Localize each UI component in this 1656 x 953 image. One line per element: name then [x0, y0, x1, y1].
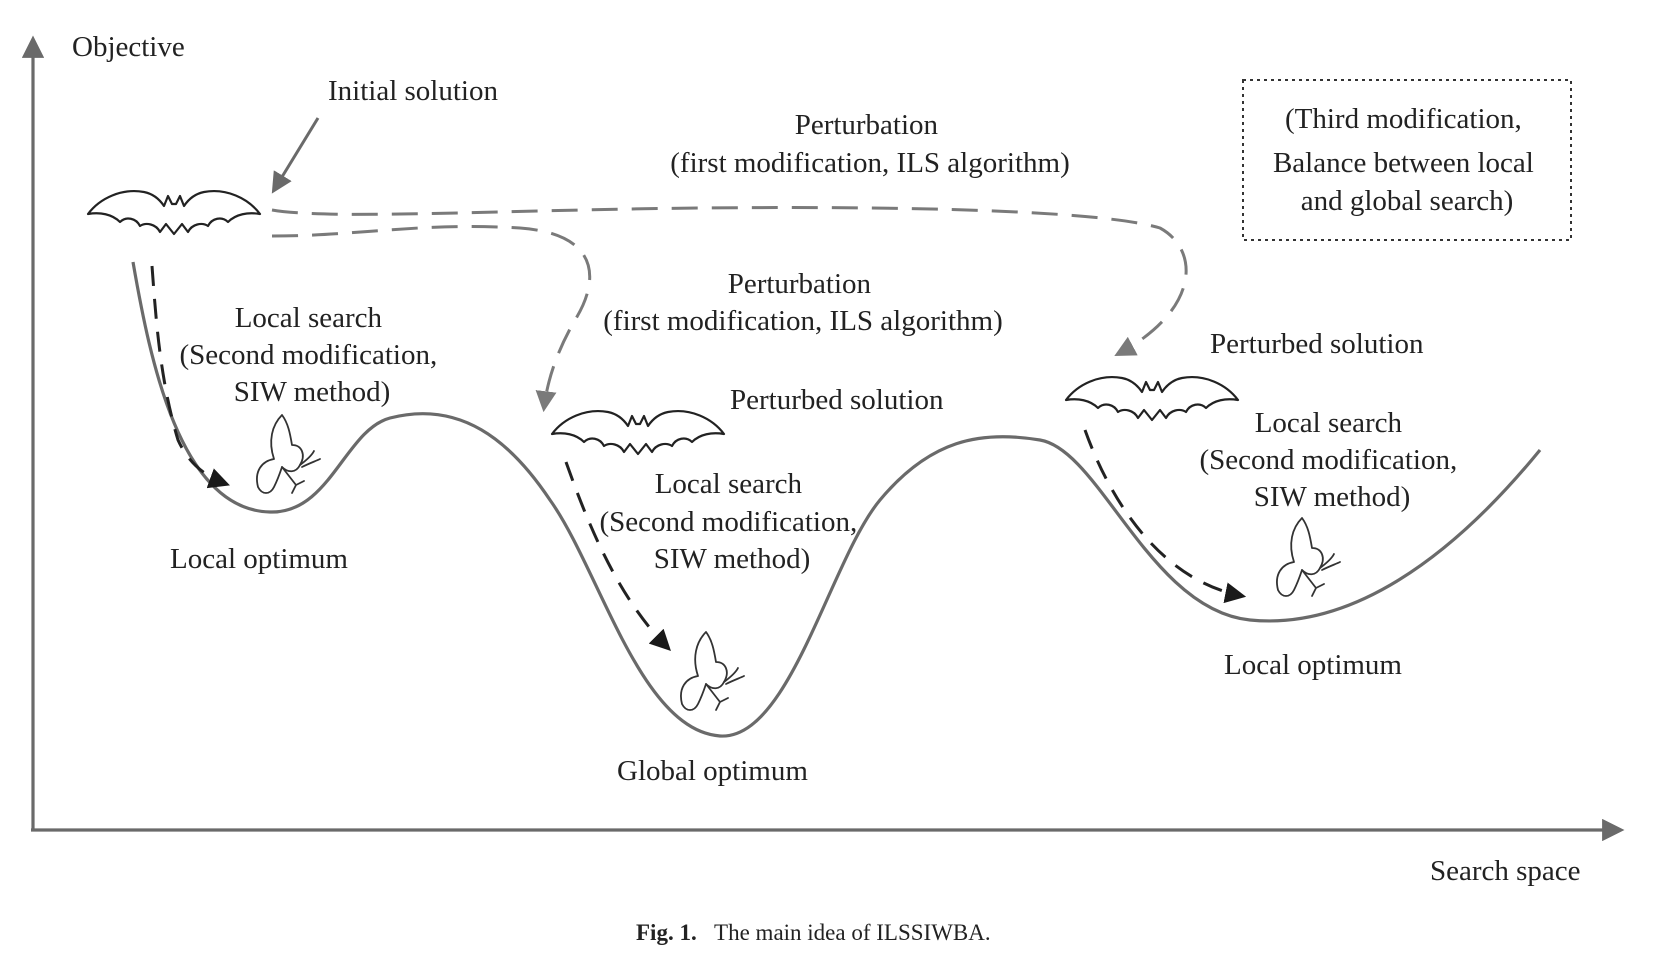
y-axis-label: Objective	[72, 31, 185, 63]
perturbed-solution-right-label: Perturbed solution	[1210, 328, 1424, 360]
initial-solution-arrow	[271, 117, 320, 194]
bat-icon-perturbed-right	[1064, 376, 1240, 422]
bat-icon-perturbed-mid	[550, 410, 726, 456]
butterfly-icon-left	[256, 414, 321, 494]
perturbation-arrow-top	[271, 206, 1188, 356]
third-modification-box	[1242, 79, 1572, 241]
local-search-arrow-right	[1083, 429, 1247, 604]
local-search-mid-label: Local search (Second modification, SIW m…	[600, 468, 865, 575]
third-modification-text: (Third modification, Balance between loc…	[1273, 103, 1541, 217]
figure-caption: Fig. 1. The main idea of ILSSIWBA.	[636, 920, 991, 945]
bat-icon-initial	[86, 190, 262, 236]
perturbation-arrow-mid	[271, 225, 592, 413]
local-search-arrow-left	[150, 265, 230, 489]
butterfly-icon-mid	[680, 631, 745, 711]
local-search-arrow-mid	[564, 461, 671, 651]
objective-curve	[131, 261, 1542, 738]
x-axis-label: Search space	[1430, 855, 1581, 887]
perturbed-solution-mid-label: Perturbed solution	[730, 384, 944, 416]
local-search-right-label: Local search (Second modification, SIW m…	[1200, 407, 1465, 513]
butterfly-icon-right	[1276, 517, 1341, 597]
local-search-left-label: Local search (Second modification, SIW m…	[180, 302, 445, 408]
perturbation-top-label: Perturbation (first modification, ILS al…	[670, 109, 1069, 179]
initial-solution-label: Initial solution	[328, 75, 498, 107]
perturbation-mid-label: Perturbation (first modification, ILS al…	[603, 268, 1002, 337]
global-optimum-label: Global optimum	[617, 755, 808, 787]
local-optimum-left-label: Local optimum	[170, 543, 348, 575]
local-optimum-right-label: Local optimum	[1224, 649, 1402, 681]
